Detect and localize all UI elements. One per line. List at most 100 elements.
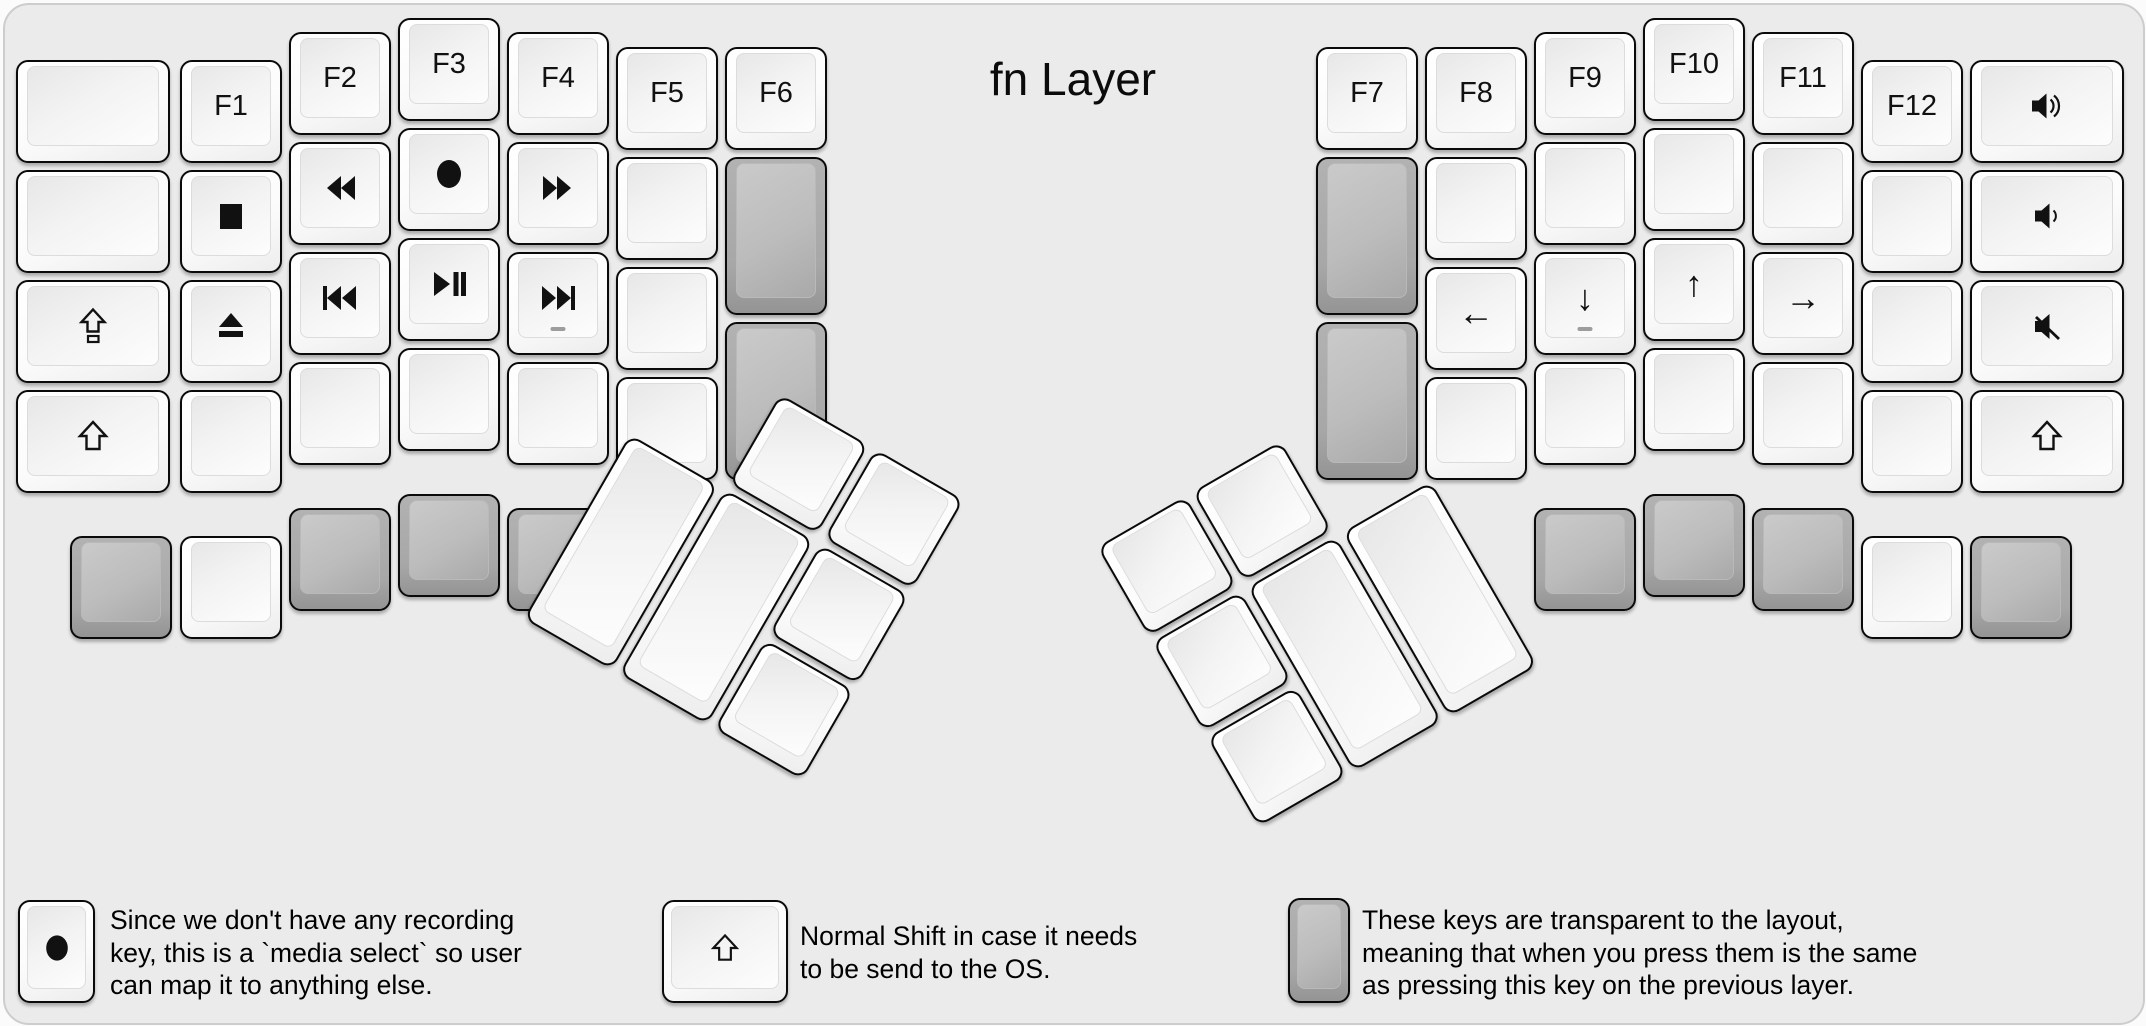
key-transparent[interactable]	[1970, 536, 2072, 639]
key-f6[interactable]: F6	[725, 47, 827, 150]
key-blank[interactable]	[1643, 348, 1745, 451]
keycap-top	[409, 354, 489, 434]
key-transparent[interactable]	[70, 536, 172, 639]
key-blank[interactable]	[1425, 157, 1527, 260]
key-blank[interactable]	[1861, 170, 1963, 273]
key-volume-down[interactable]	[1970, 170, 2124, 273]
keycap-top: F10	[1654, 24, 1734, 104]
key-blank[interactable]	[1425, 377, 1527, 480]
key-f7[interactable]: F7	[1316, 47, 1418, 150]
key-label: ↑	[1685, 263, 1703, 304]
key-blank[interactable]	[180, 536, 282, 639]
key-record-media-select[interactable]	[398, 128, 500, 231]
keycap-top	[1297, 904, 1341, 989]
key-caps-lock[interactable]	[16, 280, 170, 383]
keycap-top	[671, 906, 779, 989]
key-blank[interactable]	[180, 390, 282, 493]
key-arrow-right[interactable]: →	[1752, 252, 1854, 355]
key-f4[interactable]: F4	[507, 32, 609, 135]
key-play-pause[interactable]	[398, 238, 500, 341]
keycap-top	[1872, 286, 1952, 366]
key-label: F2	[323, 61, 357, 94]
shift-icon	[73, 416, 113, 456]
key-label: F6	[759, 76, 793, 109]
key-transparent[interactable]	[1288, 898, 1350, 1003]
key-volume-up[interactable]	[1970, 60, 2124, 163]
key-f10[interactable]: F10	[1643, 18, 1745, 121]
key-fast-forward[interactable]	[507, 142, 609, 245]
key-f8[interactable]: F8	[1425, 47, 1527, 150]
keycap-top: F11	[1763, 38, 1843, 118]
key-blank[interactable]	[289, 362, 391, 465]
keycap-top	[1763, 368, 1843, 448]
key-f3[interactable]: F3	[398, 18, 500, 121]
key-blank[interactable]	[16, 60, 170, 163]
key-arrow-down[interactable]: ↓	[1534, 252, 1636, 355]
key-f9[interactable]: F9	[1534, 32, 1636, 135]
key-eject[interactable]	[180, 280, 282, 383]
key-arrow-up[interactable]: ↑	[1643, 238, 1745, 341]
shift-icon	[2027, 416, 2067, 456]
legend-text-line: These keys are transparent to the layout…	[1362, 905, 1844, 935]
keycap-top	[736, 163, 816, 298]
key-blank[interactable]	[1534, 142, 1636, 245]
key-blank[interactable]	[16, 170, 170, 273]
key-label: F9	[1568, 61, 1602, 94]
key-blank[interactable]	[1752, 362, 1854, 465]
key-blank[interactable]	[507, 362, 609, 465]
key-blank[interactable]	[1534, 362, 1636, 465]
keycap-top: F3	[409, 24, 489, 104]
key-transparent[interactable]	[1316, 157, 1418, 315]
key-transparent[interactable]	[1316, 322, 1418, 480]
keycap-top: →	[1763, 258, 1843, 338]
key-transparent[interactable]	[1643, 494, 1745, 597]
key-transparent[interactable]	[1534, 508, 1636, 611]
key-arrow-left[interactable]: ←	[1425, 267, 1527, 370]
key-label: ←	[1458, 292, 1494, 333]
play-pause-icon	[429, 264, 469, 304]
key-transparent[interactable]	[289, 508, 391, 611]
key-mute[interactable]	[1970, 280, 2124, 383]
key-stop[interactable]	[180, 170, 282, 273]
key-shift-left[interactable]	[16, 390, 170, 493]
key-blank[interactable]	[616, 267, 718, 370]
keycap-top	[409, 134, 489, 214]
key-shift-right[interactable]	[1970, 390, 2124, 493]
key-label: F10	[1669, 47, 1719, 80]
keycap-top	[300, 514, 380, 594]
key-prev-track[interactable]	[289, 252, 391, 355]
key-rewind[interactable]	[289, 142, 391, 245]
key-blank[interactable]	[1861, 390, 1963, 493]
key-f5[interactable]: F5	[616, 47, 718, 150]
key-f1[interactable]: F1	[180, 60, 282, 163]
key-blank[interactable]	[616, 157, 718, 260]
key-record-media-select[interactable]	[18, 900, 95, 1003]
key-label: F11	[1779, 61, 1827, 94]
key-label: F8	[1459, 76, 1493, 109]
key-f2[interactable]: F2	[289, 32, 391, 135]
key-f12[interactable]: F12	[1861, 60, 1963, 163]
key-next-track[interactable]	[507, 252, 609, 355]
key-blank[interactable]	[1861, 280, 1963, 383]
keycap-top	[300, 368, 380, 448]
record-icon	[429, 154, 469, 194]
keycap-top	[1545, 514, 1625, 594]
key-blank[interactable]	[398, 348, 500, 451]
key-f11[interactable]: F11	[1752, 32, 1854, 135]
keycap-top: F2	[300, 38, 380, 118]
key-shift[interactable]	[662, 900, 788, 1003]
legend-text-line: Normal Shift in case it needs	[800, 921, 1138, 951]
keycap-top	[1872, 176, 1952, 256]
shift-icon	[707, 930, 743, 966]
key-blank[interactable]	[1861, 536, 1963, 639]
legend-text-line: key, this is a `media select` so user	[110, 937, 522, 968]
keycap-top	[409, 500, 489, 580]
key-transparent[interactable]	[398, 494, 500, 597]
key-blank[interactable]	[1643, 128, 1745, 231]
keycap-top	[191, 286, 271, 366]
keycap-top	[1327, 328, 1407, 463]
key-transparent[interactable]	[1752, 508, 1854, 611]
key-transparent[interactable]	[725, 157, 827, 315]
key-blank[interactable]	[1752, 142, 1854, 245]
